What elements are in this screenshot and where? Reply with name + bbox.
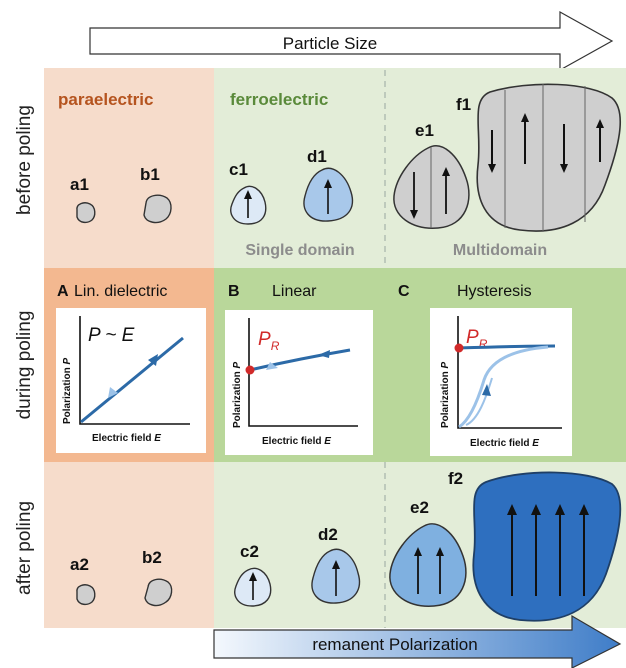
- plot-A-xlabel: Electric field E: [92, 433, 161, 444]
- arrowhead-f1-3: [560, 164, 568, 173]
- particle-label-c2: c2: [240, 542, 259, 561]
- plot-A: P ~ E Polarization P Electric field E: [56, 308, 206, 453]
- multidomain-label: Multidomain: [453, 242, 547, 259]
- particle-a1: [76, 202, 96, 224]
- arrowhead-e2-1: [414, 547, 422, 556]
- particle-label-f2: f2: [448, 469, 463, 488]
- arrowhead-e2-2: [436, 547, 444, 556]
- plot-C-direction-arrow: [482, 384, 491, 396]
- plot-A-curve: [80, 336, 184, 424]
- particle-size-label: Particle Size: [283, 34, 377, 53]
- arrowhead-f2-1: [507, 504, 517, 515]
- particle-label-d1: d1: [307, 147, 327, 166]
- arrowhead-f1-2: [521, 113, 529, 122]
- arrowhead-f1-1: [488, 164, 496, 173]
- arrowhead-d1: [324, 179, 332, 188]
- particle-size-arrow: Particle Size: [89, 10, 614, 72]
- plot-A-direction-arrow-up: [148, 354, 158, 366]
- plot-C: PR Polarization P Electric field E: [430, 308, 572, 456]
- remanent-polarization-label: remanent Polarization: [312, 635, 477, 654]
- particle-label-a1: a1: [70, 175, 89, 194]
- plot-C-ylabel: Polarization P: [440, 362, 451, 428]
- arrowhead-c1: [244, 190, 252, 199]
- arrowhead-f2-2: [531, 504, 541, 515]
- para-before-bg: [44, 68, 214, 268]
- remanent-polarization-arrow: remanent Polarization: [213, 614, 622, 668]
- plot-B-direction-arrow-back: [318, 350, 330, 358]
- arrowhead-d2: [332, 560, 340, 569]
- particle-label-e1: e1: [415, 121, 434, 140]
- plot-C-xlabel: Electric field E: [470, 438, 539, 449]
- panel-A-title: Lin. dielectric: [74, 283, 167, 300]
- particle-label-d2: d2: [318, 525, 338, 544]
- arrowhead-f1-4: [596, 119, 604, 128]
- plot-B-direction-arrow-fwd: [266, 362, 278, 370]
- plot-B-xlabel: Electric field E: [262, 436, 331, 447]
- ferroelectric-label: ferroelectric: [230, 90, 328, 109]
- row-label-before: before poling: [14, 105, 35, 215]
- panel-C-letter: C: [398, 283, 410, 300]
- arrowhead-c2: [249, 572, 257, 581]
- plot-A-direction-arrow-down: [108, 387, 118, 398]
- row-label-after: after poling: [14, 501, 35, 595]
- particle-f1: [476, 83, 621, 232]
- plot-B-curve: [249, 348, 351, 372]
- plot-A-relation: P ~ E: [88, 325, 135, 346]
- arrowhead-e1-down: [410, 210, 418, 219]
- particle-label-a2: a2: [70, 555, 89, 574]
- plot-B-remanent-dot: [245, 365, 255, 375]
- particle-e2: [389, 523, 467, 607]
- arrowhead-e1-up: [442, 167, 450, 176]
- particle-b2: [144, 578, 173, 607]
- plot-C-lower-branch: [458, 345, 549, 429]
- plot-C-remanent: PR: [466, 327, 488, 351]
- plot-B-axes: [248, 318, 358, 427]
- particle-label-f1: f1: [456, 95, 471, 114]
- row-label-during: during poling: [14, 311, 35, 420]
- plot-A-ylabel: Polarization P: [62, 358, 73, 424]
- panel-C-title: Hysteresis: [457, 283, 532, 300]
- plot-C-axes: [457, 316, 562, 429]
- single-domain-label: Single domain: [245, 242, 354, 259]
- panel-B-title: Linear: [272, 283, 317, 300]
- particle-label-b1: b1: [140, 165, 160, 184]
- plot-C-background: [430, 308, 572, 456]
- plot-C-inner-branch: [465, 377, 493, 426]
- particle-a2: [76, 584, 96, 606]
- plot-B-background: [225, 310, 373, 455]
- plot-B-ylabel: Polarization P: [232, 362, 243, 428]
- panel-A-letter: A: [57, 283, 69, 300]
- plot-B-remanent: PR: [258, 329, 280, 353]
- arrowhead-f2-3: [555, 504, 565, 515]
- para-after-bg: [44, 462, 214, 628]
- particle-label-e2: e2: [410, 498, 429, 517]
- particle-label-b2: b2: [142, 548, 162, 567]
- particle-label-c1: c1: [229, 160, 248, 179]
- arrowhead-f2-4: [579, 504, 589, 515]
- panel-B-letter: B: [228, 283, 240, 300]
- plot-A-axes: [79, 316, 190, 425]
- plot-C-remanent-dot: [454, 343, 464, 353]
- plot-B: PR Polarization P Electric field E: [225, 310, 373, 455]
- particle-b1: [143, 194, 172, 224]
- paraelectric-label: paraelectric: [58, 90, 153, 109]
